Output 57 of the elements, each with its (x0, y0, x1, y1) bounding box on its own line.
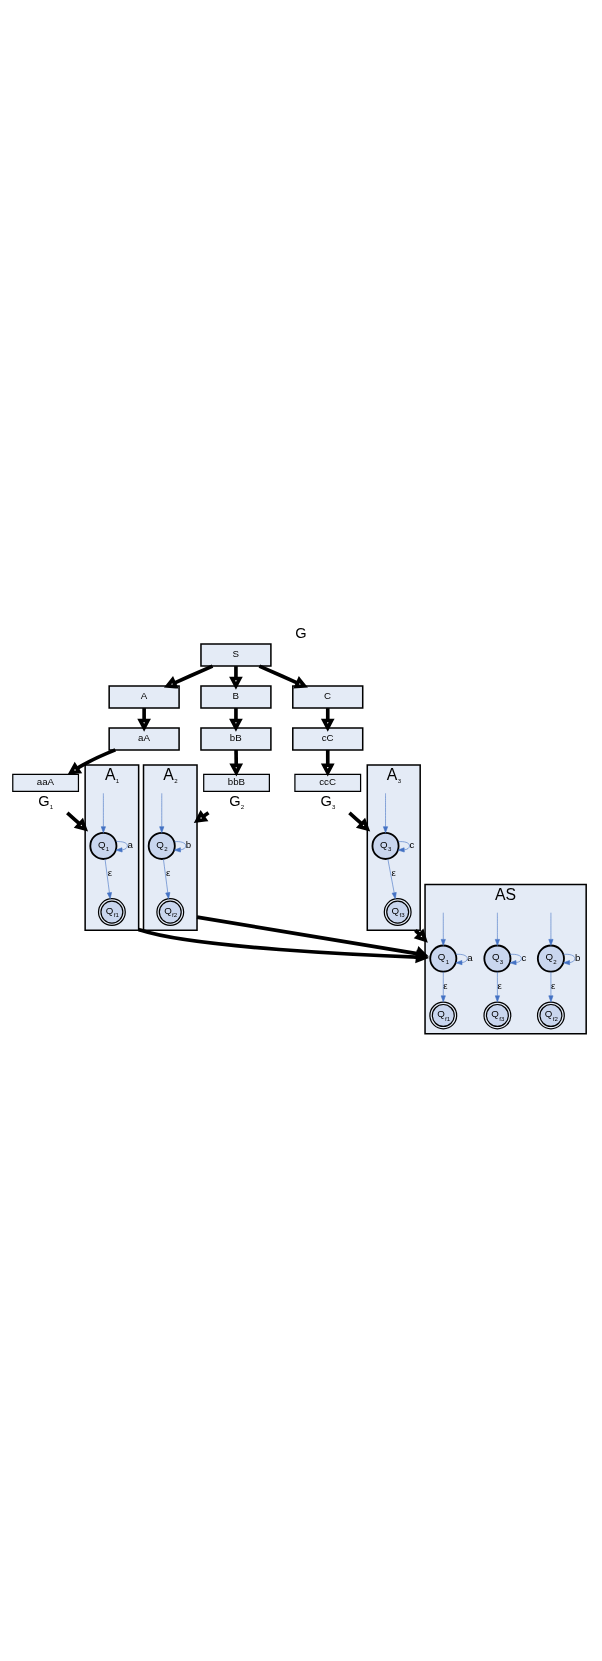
arrow (137, 707, 151, 732)
arrow (387, 858, 397, 899)
edge-label: ε (443, 979, 448, 991)
arrow (494, 911, 500, 946)
edge-label: ε (497, 979, 502, 991)
node-circle: Q$_{3}$ (483, 944, 512, 973)
node-box: A (108, 684, 180, 709)
edge-label: ε (391, 866, 396, 878)
node-circle: Q$_{1}$ (429, 944, 458, 973)
node-circle: Q$_{2}$ (147, 831, 176, 860)
diagram-title: G (295, 624, 307, 641)
arrow (163, 663, 214, 689)
arrow (494, 971, 500, 1002)
arrow (455, 953, 468, 965)
arrow (229, 707, 243, 732)
node-box: aA (108, 726, 180, 751)
arrow (320, 749, 335, 776)
node-circle: Q$_{3}$ (371, 831, 400, 860)
edge-label: a (127, 838, 133, 850)
edge-label: ε (166, 866, 171, 878)
node-label: G$_{1}$ (38, 792, 54, 810)
arrow (196, 914, 429, 959)
node-label: G$_{3}$ (320, 792, 336, 810)
edge-label: ε (550, 979, 556, 991)
edge-label: c (521, 951, 527, 963)
node-box: S (200, 642, 272, 667)
node-circle: Q$_{1}$ (89, 831, 118, 860)
edge-label: b (185, 838, 192, 850)
node-box: cC (292, 726, 364, 751)
arrow (563, 953, 576, 965)
arrow (320, 707, 335, 732)
edge-label: c (409, 838, 415, 850)
node-box: B (200, 684, 272, 709)
arrow (383, 792, 388, 833)
arrow (229, 749, 244, 776)
arrow (397, 840, 410, 852)
arrow (100, 792, 106, 833)
arrow (548, 911, 554, 946)
arrow (174, 840, 187, 852)
arrow (509, 953, 522, 965)
arrow (159, 792, 165, 833)
arrow (440, 911, 446, 946)
node-circle: Q$_{2}$ (536, 944, 565, 973)
arrow (66, 810, 89, 831)
arrow (67, 747, 116, 775)
arrow (115, 840, 128, 852)
node-box: C (292, 684, 364, 709)
edge-label: b (574, 951, 581, 963)
arrow (258, 663, 308, 689)
arrow (548, 971, 554, 1002)
edge-label: ε (107, 866, 112, 878)
arrow (104, 858, 112, 899)
edge-label: a (467, 951, 473, 963)
arrow (229, 665, 243, 690)
arrow (163, 858, 171, 899)
node-box: bB (200, 726, 272, 751)
node-label: G$_{2}$ (229, 792, 245, 810)
